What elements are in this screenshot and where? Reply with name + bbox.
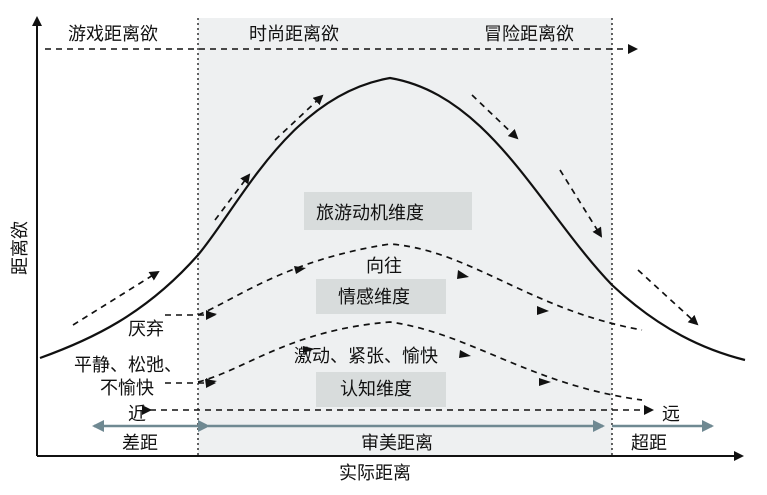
x-axis-label: 实际距离 <box>339 463 411 484</box>
right-middle-arrow <box>559 169 603 238</box>
emotion-arrowhead-mid-right <box>457 270 469 279</box>
near-label: 近 <box>128 404 146 425</box>
y-axis-label: 距离欲 <box>10 221 31 275</box>
fashion-desire-label: 时尚距离欲 <box>249 24 339 45</box>
gap-label: 差距 <box>122 433 158 454</box>
cognition-arrowhead-mid-left <box>303 346 315 353</box>
left-lower-arrow <box>72 270 160 326</box>
emotion-arrowhead-right <box>537 306 549 315</box>
cognition-label-box <box>316 372 446 407</box>
far-label: 远 <box>662 404 680 425</box>
game-desire-label: 游戏距离欲 <box>68 24 158 45</box>
emotion-arrowhead-mid-left <box>294 266 306 274</box>
right-lower-arrow <box>637 269 699 326</box>
cognition-arrowhead-right <box>539 378 551 386</box>
cognition-curve <box>197 321 643 401</box>
aversion-label: 厌弃 <box>128 319 164 340</box>
calm-label: 平静、松弛、 <box>74 355 182 376</box>
emotion-curve <box>197 243 643 331</box>
aesthetic-label: 审美距离 <box>361 433 433 454</box>
left-middle-arrow <box>214 173 251 221</box>
cognition-label: 认知维度 <box>340 379 412 400</box>
cognition-arrowhead-mid-right <box>459 350 471 358</box>
motivation-label: 旅游动机维度 <box>316 203 424 224</box>
yearning-label: 向往 <box>366 256 402 277</box>
unpleasant-label: 不愉快 <box>100 378 154 399</box>
motivation-curve <box>39 76 746 362</box>
emotion-label: 情感维度 <box>338 287 410 308</box>
super-label: 超距 <box>631 433 667 454</box>
motivation-label-box <box>304 192 472 230</box>
adventure-desire-label: 冒险距离欲 <box>484 24 574 45</box>
emotion-label-box <box>316 279 446 314</box>
excited-label: 激动、紧张、愉快 <box>294 346 438 367</box>
